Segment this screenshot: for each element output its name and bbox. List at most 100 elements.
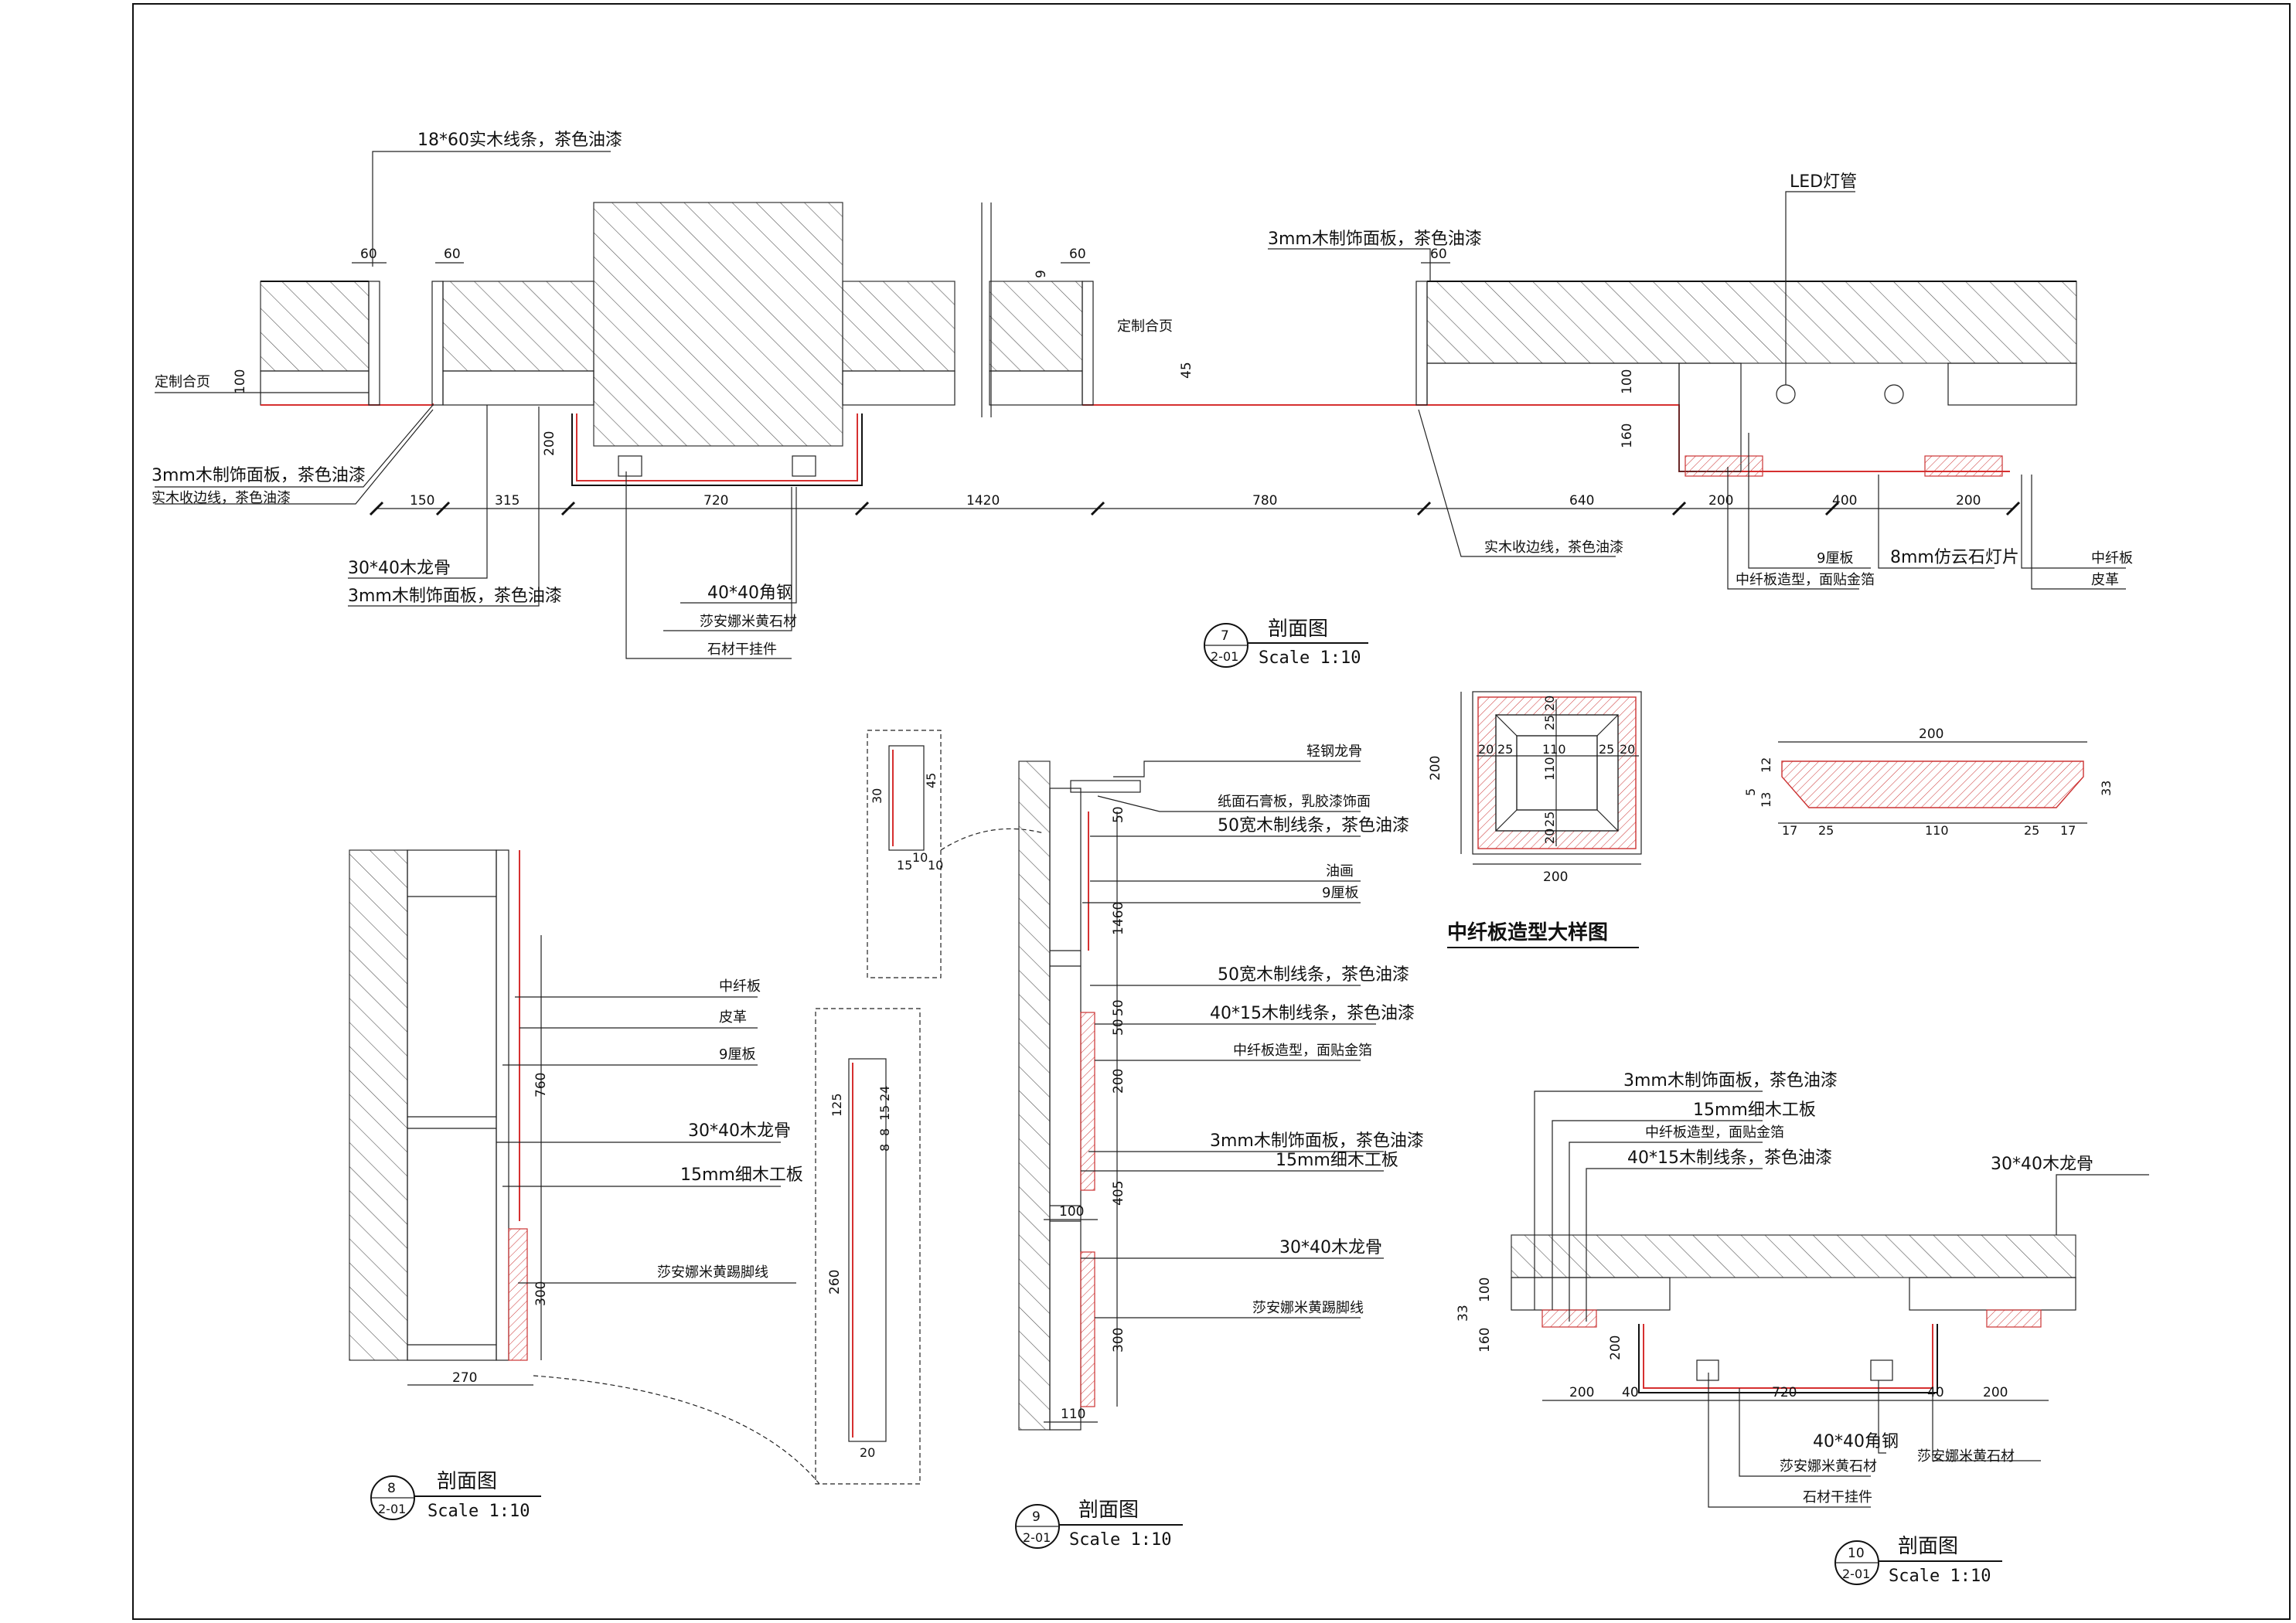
s10-note-stone2: 莎安娜米黄石材	[1917, 1448, 2015, 1465]
s8-profile-0: 260	[827, 1270, 843, 1295]
s8-dim-0: 760	[533, 1073, 549, 1097]
s7-dim-8: 200	[1956, 493, 1981, 509]
dim-tick	[1090, 501, 1105, 516]
profile-dim-2: 25	[1818, 823, 1834, 838]
plan-dim-0: 200	[1428, 756, 1443, 781]
s8-profile-6: 125	[829, 1093, 844, 1117]
s8-note-mdf: 中纤板	[719, 978, 761, 995]
s10-dim-6: 160	[1477, 1328, 1493, 1352]
slab-right-a	[989, 281, 1083, 372]
plan-dim-9: 110	[1542, 757, 1557, 781]
slab-mid-left	[442, 281, 594, 372]
s9-profile-1: 45	[924, 773, 938, 788]
note-mdf-shape: 中纤板造型，面贴金箔	[1736, 572, 1875, 588]
dim-tick	[435, 501, 451, 516]
plan-dim-6: 20	[1620, 742, 1635, 757]
s9-title-block: 9 2-01 剖面图 Scale 1:10	[1015, 1499, 1183, 1550]
profile-dim-6: 12	[1759, 757, 1773, 773]
plan-dim-3: 25	[1497, 742, 1513, 757]
s9-dim-7: 100	[1059, 1204, 1084, 1220]
s7-small-dim-8: 160	[1620, 424, 1635, 448]
s7-number: 7	[1221, 628, 1229, 644]
s9-profile-2: 15	[897, 858, 912, 873]
dim-tick	[560, 501, 576, 516]
note-leather: 皮革	[2091, 572, 2119, 588]
s7-dim-4: 780	[1252, 493, 1277, 509]
s8-sheet: 2-01	[378, 1502, 406, 1516]
s7-small-dim-6: 100	[233, 369, 248, 394]
s9-dim-0: 50	[1111, 806, 1126, 823]
s10-note-angle: 40*40角钢	[1813, 1432, 1899, 1451]
dim-tick	[854, 501, 870, 516]
s10-dim-8: 33	[1456, 1305, 1471, 1322]
profile-dim-1: 17	[1782, 823, 1797, 838]
s10-title: 剖面图	[1898, 1535, 1958, 1558]
profile-dim-0: 200	[1919, 726, 1943, 742]
s9-note-strip4015: 40*15木制线条，茶色油漆	[1210, 1004, 1415, 1023]
s9-profile-4: 10	[928, 858, 943, 873]
s8-profile-5: 8	[877, 1144, 892, 1152]
s9-note-mdf-shape: 中纤板造型，面贴金箔	[1233, 1043, 1372, 1059]
note-edge-right: 实木收边线，茶色油漆	[1484, 539, 1623, 556]
section-7: 150 315 720 1420 780 640 200 400 200 60 …	[152, 131, 2133, 668]
s9-profile-3: 10	[912, 850, 928, 865]
s10-note-keel: 30*40木龙骨	[1991, 1155, 2093, 1174]
s7-small-dim-7: 100	[1620, 369, 1635, 394]
s7-sheet: 2-01	[1211, 649, 1238, 664]
s9-note-keel: 30*40木龙骨	[1279, 1238, 1382, 1257]
note-keel: 30*40木龙骨	[348, 559, 451, 578]
s7-dim-0: 150	[410, 493, 434, 509]
plan-dim-5: 25	[1599, 742, 1614, 757]
s10-note-mdf-shape: 中纤板造型，面贴金箔	[1645, 1125, 1784, 1141]
s10-note-hanger: 石材干挂件	[1803, 1489, 1872, 1506]
s10-note-stone: 莎安娜米黄石材	[1780, 1458, 1877, 1475]
s8-note-board: 15mm细木工板	[680, 1165, 803, 1185]
s7-title-block: 7 2-01 剖面图 Scale 1:10	[1204, 618, 1368, 668]
s9-note-paint: 油画	[1326, 863, 1354, 880]
s8-title-block: 8 2-01 剖面图 Scale 1:10	[370, 1470, 541, 1521]
s8-profile-3: 15	[877, 1105, 892, 1121]
s7-dim-3: 1420	[966, 493, 1000, 509]
s8-note-skirting: 莎安娜米黄踢脚线	[657, 1264, 768, 1281]
s9-title: 剖面图	[1078, 1499, 1139, 1522]
slab-right-b	[1426, 281, 2077, 364]
s9-note-veneer: 3mm木制饰面板，茶色油漆	[1210, 1131, 1424, 1151]
detail-profile: 200 17 25 110 25 17 12 5 13 33	[1743, 726, 2114, 838]
slab-mid	[842, 281, 956, 372]
s7-dim-2: 720	[703, 493, 728, 509]
s9-dim-3: 50	[1111, 1019, 1126, 1036]
s9-dim-4: 200	[1111, 1069, 1126, 1094]
s8-dim-1: 300	[533, 1281, 549, 1306]
plan-dim-8: 25	[1542, 715, 1557, 730]
slab-left	[260, 281, 370, 372]
dim-tick	[1824, 501, 1840, 516]
s8-note-ply: 9厘板	[719, 1046, 755, 1063]
note-mdf: 中纤板	[2091, 550, 2133, 567]
s7-title: 剖面图	[1268, 618, 1328, 641]
s7-small-dim-4: 45	[1179, 362, 1194, 379]
s7-small-dim-3: 60	[1430, 247, 1447, 262]
note-veneer-top: 3mm木制饰面板，茶色油漆	[1268, 230, 1482, 249]
profile-dim-3: 110	[1925, 823, 1949, 838]
column-block	[593, 202, 843, 447]
note-edge-left: 实木收边线，茶色油漆	[152, 490, 291, 506]
s10-number: 10	[1848, 1546, 1865, 1561]
s7-dim-7: 400	[1832, 493, 1857, 509]
note-veneer-low: 3mm木制饰面板，茶色油漆	[348, 587, 562, 606]
dim-tick	[1416, 501, 1432, 516]
s9-dim-1: 1460	[1111, 902, 1126, 935]
s10-dim-5: 100	[1477, 1278, 1493, 1302]
s9-note-strip50b: 50宽木制线条，茶色油漆	[1218, 965, 1409, 985]
s9-number: 9	[1032, 1509, 1041, 1525]
s8-note-keel: 30*40木龙骨	[688, 1121, 791, 1141]
note-angle: 40*40角钢	[707, 584, 793, 603]
profile-dim-8: 13	[1759, 792, 1773, 808]
section-8: 760 300 270 中纤板 皮革 9厘板 30*40木龙骨 15mm细木工板…	[349, 849, 921, 1521]
s9-dim-6: 300	[1111, 1328, 1126, 1352]
s8-note-leather: 皮革	[719, 1009, 747, 1026]
plan-dim-2: 20	[1478, 742, 1494, 757]
profile-dim-4: 25	[2024, 823, 2039, 838]
note-led: LED灯管	[1790, 172, 1857, 192]
profile-dim-9: 33	[2099, 781, 2114, 796]
